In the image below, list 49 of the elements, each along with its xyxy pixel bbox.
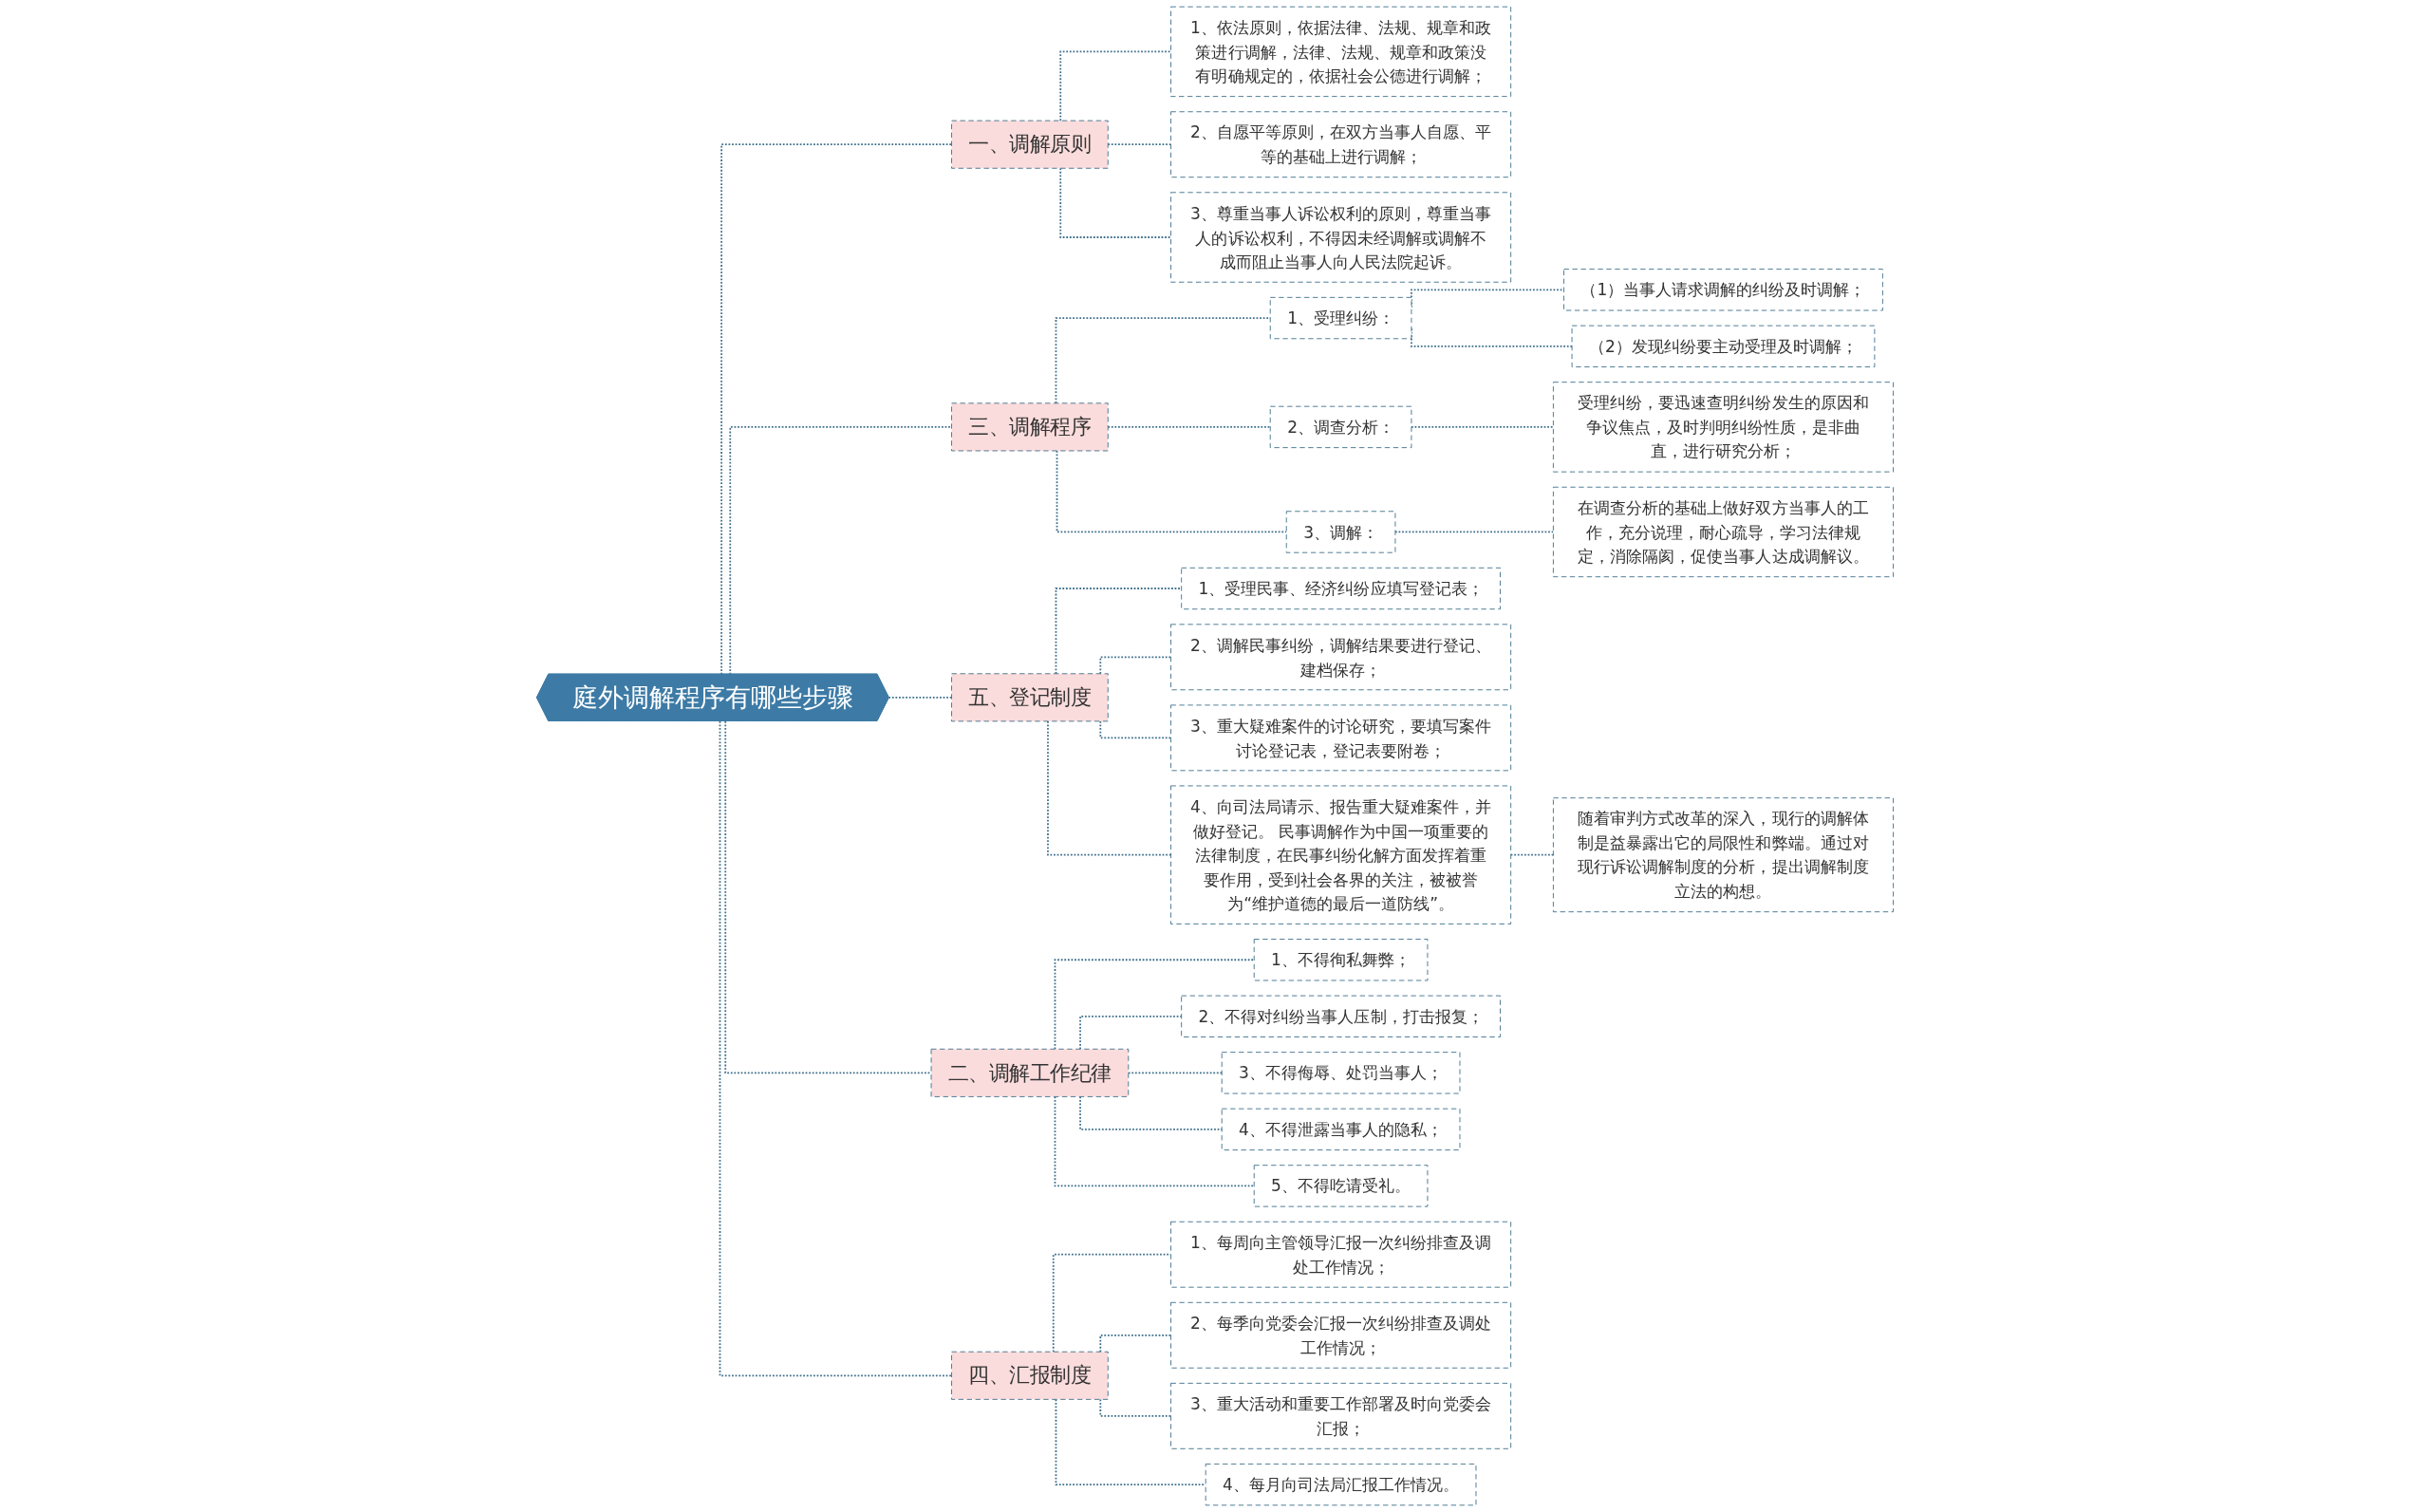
connector bbox=[1107, 426, 1272, 428]
node-box: 在调查分析的基础上做好双方当事人的工作，充分说理，耐心疏导，学习法律规定，消除隔阂，促使当事人达成调解议。 bbox=[1552, 486, 1894, 578]
node-box: （1）当事人请求调解的纠纷及时调解； bbox=[1563, 269, 1883, 311]
node-box: 1、受理民事、经济纠纷应填写登记表； bbox=[1181, 567, 1501, 610]
node-box: 3、尊重当事人诉讼权利的原则，尊重当事人的诉讼权利，不得因未经调解或调解不成而阻止当事人向人民法院起诉。 bbox=[1170, 192, 1512, 283]
node-box: 2、调解民事纠纷，调解结果要进行登记、建档保存； bbox=[1170, 624, 1512, 691]
connector bbox=[1411, 426, 1555, 428]
node-box: （2）发现纠纷要主动受理及时调解； bbox=[1571, 325, 1876, 367]
connector bbox=[1107, 143, 1172, 146]
node-box: 1、受理纠纷： bbox=[1269, 296, 1412, 340]
connector bbox=[729, 426, 953, 676]
connector bbox=[1394, 531, 1555, 533]
connector bbox=[1509, 853, 1555, 856]
node-box: 2、调查分析： bbox=[1269, 405, 1412, 449]
node-box: 4、向司法局请示、报告重大疑难案件，并做好登记。 民事调解作为中国一项重要的法律制度，在民事纠纷化解方面发挥着重要作用，受到社会各界的关注，被被誉为“维护道德的最后一道防线”。 bbox=[1170, 785, 1512, 924]
node-box: 一、调解原则 bbox=[951, 120, 1109, 169]
node-box: 3、不得侮辱、处罚当事人； bbox=[1221, 1052, 1461, 1094]
node-box: 3、重大疑难案件的讨论研究，要填写案件讨论登记表，登记表要附卷； bbox=[1170, 704, 1512, 772]
node-box: 1、不得徇私舞弊； bbox=[1253, 939, 1429, 981]
node-box: 受理纠纷，要迅速查明纠纷发生的原因和争议焦点，及时判明纠纷性质，是非曲直，进行研究分析； bbox=[1552, 382, 1894, 473]
node-box: 2、自愿平等原则，在双方当事人自愿、平等的基础上进行调解； bbox=[1170, 111, 1512, 178]
connector bbox=[1099, 720, 1172, 739]
node-box: 5、不得吃请受礼。 bbox=[1253, 1165, 1429, 1207]
node-box: 1、每周向主管领导汇报一次纠纷排查及调处工作情况； bbox=[1170, 1221, 1512, 1288]
node-box: 二、调解工作纪律 bbox=[930, 1048, 1130, 1097]
node-box: 3、调解： bbox=[1285, 511, 1396, 553]
node-box: 四、汇报制度 bbox=[951, 1351, 1109, 1400]
connector bbox=[724, 720, 932, 1074]
connector bbox=[1056, 450, 1288, 533]
node-box: 随着审判方式改革的深入，现行的调解体制是益暴露出它的局限性和弊端。通过对现行诉讼调解制度的分析，提出调解制度立法的构想。 bbox=[1552, 797, 1894, 913]
connector bbox=[720, 143, 953, 676]
node-box: 2、每季向党委会汇报一次纠纷排查及调处工作情况； bbox=[1170, 1301, 1512, 1369]
node-box: 五、登记制度 bbox=[951, 673, 1109, 722]
connector bbox=[1127, 1072, 1224, 1074]
connector bbox=[1052, 1253, 1172, 1353]
node-box: 4、不得泄露当事人的隐私； bbox=[1221, 1108, 1461, 1151]
node-box: 三、调解程序 bbox=[951, 402, 1109, 452]
node-box: 1、依法原则，依据法律、法规、规章和政策进行调解，法律、法规、规章和政策没有明确规定的，依据社会公德进行调解； bbox=[1170, 6, 1512, 98]
connector bbox=[1099, 1334, 1172, 1353]
node-box: 4、每月向司法局汇报工作情况。 bbox=[1205, 1463, 1477, 1506]
connector bbox=[719, 720, 953, 1377]
connector bbox=[1047, 720, 1172, 856]
node-box: 3、重大活动和重要工作部署及时向党委会汇报； bbox=[1170, 1382, 1512, 1449]
connector bbox=[1054, 1095, 1256, 1187]
connector bbox=[1099, 1398, 1172, 1417]
connector bbox=[888, 696, 953, 700]
connector bbox=[1059, 50, 1172, 122]
connector bbox=[1054, 959, 1256, 1051]
node-box: 2、不得对纠纷当事人压制，打击报复； bbox=[1181, 995, 1501, 1037]
